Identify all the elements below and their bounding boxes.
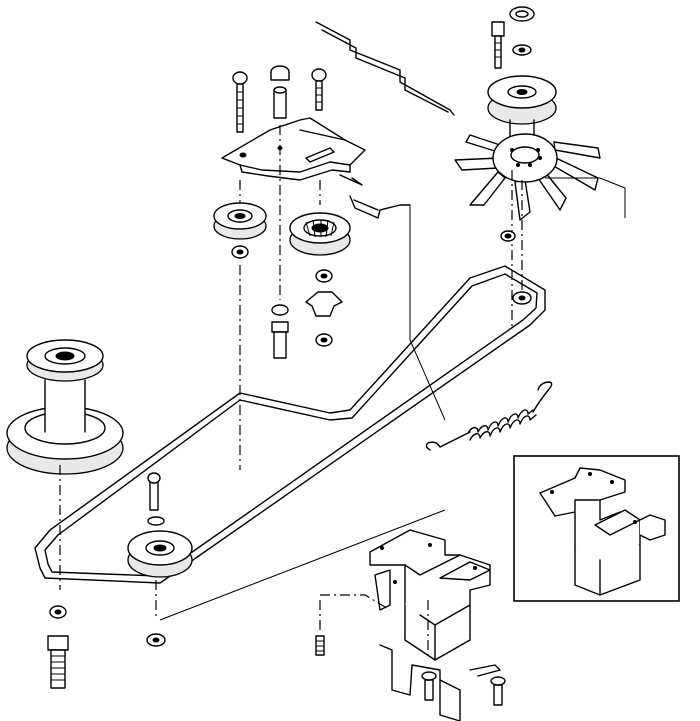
drive-belt [34,265,546,584]
cooling-fan [454,133,626,330]
engine-pulley-bolt [47,605,69,689]
control-rod [315,21,455,421]
bracket-detail-inset [513,455,680,602]
mounting-bracket [315,529,506,721]
belt-tension-spring [425,381,553,451]
fan-pulley [487,6,557,141]
engine-pulley [6,339,124,590]
lower-idler-pulley [127,472,446,647]
pivot-bracket [221,65,366,186]
idler-pulley [271,125,351,359]
bracket-pulley-left [213,180,267,470]
